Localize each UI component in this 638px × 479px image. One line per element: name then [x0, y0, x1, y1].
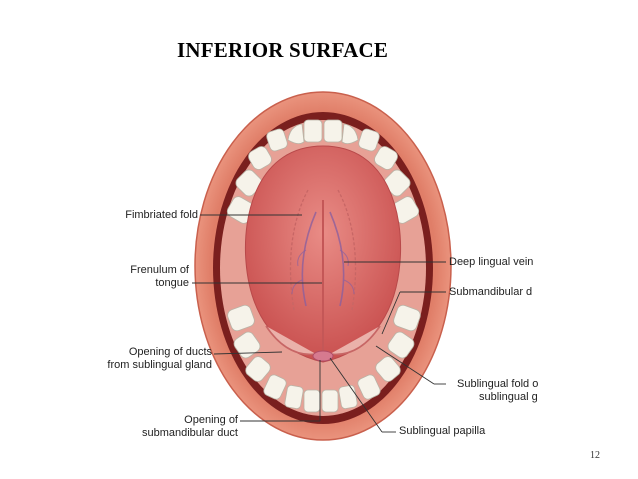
fimbriated-fold-right — [337, 189, 357, 311]
label-sublingual-fold-line1: Sublingual fold o — [457, 378, 539, 390]
sublingual-papilla — [312, 350, 334, 362]
label-opening-ducts-line1: Opening of ducts — [128, 346, 212, 358]
slide-title: INFERIOR SURFACE — [177, 38, 389, 62]
sublingual-fold-left — [265, 325, 317, 356]
label-sublingual-papilla: Sublingual papilla — [399, 425, 486, 437]
label-opening-submandibular-line1: Opening of — [184, 414, 238, 426]
upper-teeth — [226, 119, 420, 224]
label-deep-lingual-vein: Deep lingual vein — [449, 256, 534, 268]
label-sublingual-fold: Sublingual fold o sublingual g — [457, 378, 538, 404]
label-frenulum-of-tongue: Frenulum of tongue — [130, 264, 189, 290]
label-frenulum-line1: Frenulum of — [130, 264, 189, 276]
label-opening-of-submandibular-duct: Opening of submandibular duct — [142, 414, 238, 440]
label-opening-ducts-line2: from sublingual gland — [107, 359, 212, 371]
label-fimbriated-fold: Fimbriated fold — [125, 209, 198, 221]
page-number: 12 — [590, 450, 600, 461]
label-frenulum-line2: tongue — [155, 277, 189, 289]
fimbriated-fold-left — [289, 189, 309, 311]
label-sublingual-fold-line2: sublingual g — [479, 391, 538, 403]
label-submandibular-duct: Submandibular d — [449, 286, 533, 298]
label-opening-submandibular-line2: submandibular duct — [141, 427, 238, 439]
label-opening-of-ducts: Opening of ducts from sublingual gland — [107, 346, 212, 372]
leader-lines — [192, 214, 446, 433]
deep-lingual-vein-left — [301, 211, 317, 307]
deep-lingual-vein-right — [329, 211, 345, 307]
sublingual-fold-right — [329, 325, 381, 356]
lower-teeth — [227, 304, 421, 413]
